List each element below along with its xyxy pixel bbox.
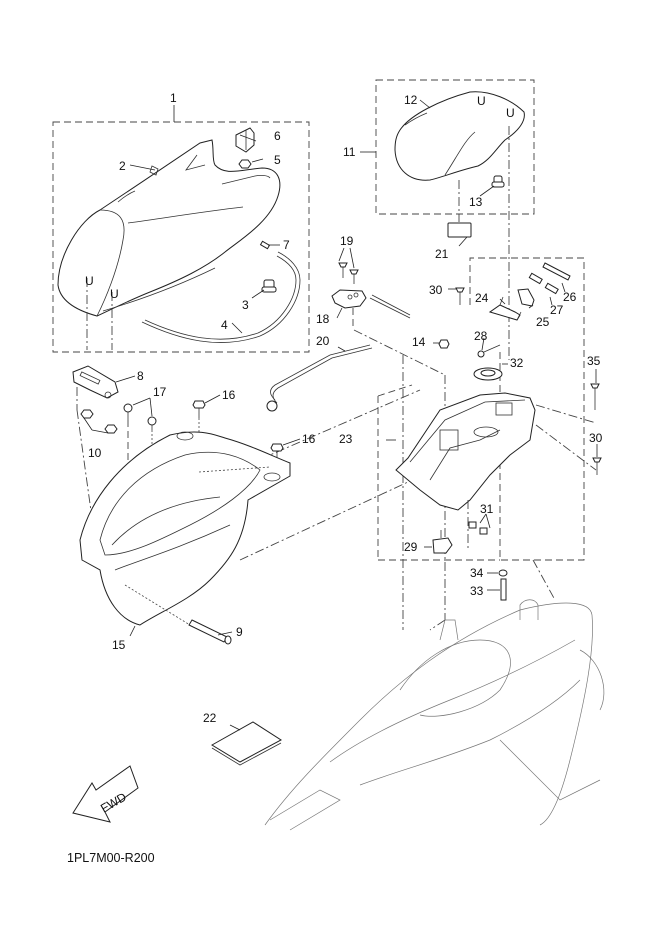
callout-10[interactable]: 10 [88, 446, 102, 460]
callout-17[interactable]: 17 [153, 385, 167, 399]
callout-16a[interactable]: 16 [222, 388, 236, 402]
callout-13[interactable]: 13 [469, 195, 483, 209]
callout-31[interactable]: 31 [480, 502, 494, 516]
diagram-code: 1PL7M00-R200 [67, 851, 155, 865]
screw-part-28[interactable] [477, 344, 501, 358]
callout-labels: 1 2 3 4 5 6 7 8 9 10 11 12 13 14 15 16 1… [88, 91, 603, 725]
callout-32[interactable]: 32 [510, 356, 524, 370]
callout-7[interactable]: 7 [283, 238, 290, 252]
clips-part-31[interactable] [468, 521, 488, 535]
callout-15[interactable]: 15 [112, 638, 126, 652]
scooter-body-ghost [264, 599, 605, 831]
springs-part-27[interactable] [528, 272, 559, 295]
lock-group-box [469, 257, 585, 561]
fwd-arrow-icon: FWD [72, 765, 139, 823]
callout-11[interactable]: 11 [343, 145, 356, 159]
callout-34[interactable]: 34 [470, 566, 484, 580]
callout-20[interactable]: 20 [316, 334, 330, 348]
hinge-pin-part[interactable] [124, 584, 232, 645]
callout-4[interactable]: 4 [221, 318, 228, 332]
screws-part-19[interactable] [338, 262, 359, 284]
screw-part-30b[interactable] [592, 457, 602, 475]
callout-9[interactable]: 9 [236, 625, 243, 639]
lock-bracket-part[interactable] [331, 289, 411, 330]
svg-text:U: U [477, 94, 486, 108]
rear-seat-damper-part[interactable] [491, 175, 505, 188]
callout-6[interactable]: 6 [274, 129, 281, 143]
callout-35[interactable]: 35 [587, 354, 601, 368]
leader-lines [83, 99, 598, 731]
svg-text:U: U [110, 287, 119, 301]
hose-part-33[interactable] [500, 578, 507, 601]
callout-30b[interactable]: 30 [589, 431, 603, 445]
callout-18[interactable]: 18 [316, 312, 330, 326]
callout-27[interactable]: 27 [550, 303, 564, 317]
callout-3[interactable]: 3 [242, 298, 249, 312]
bolt-part-26[interactable] [542, 262, 571, 281]
seat-damper-part[interactable] [261, 279, 277, 293]
bolts-part-16b[interactable] [270, 443, 284, 460]
callout-5[interactable]: 5 [274, 153, 281, 167]
svg-text:U: U [85, 274, 94, 288]
callout-26[interactable]: 26 [563, 290, 577, 304]
nut-part-14[interactable] [438, 339, 450, 349]
clip-box-part[interactable] [432, 530, 453, 554]
callout-1[interactable]: 1 [170, 91, 177, 105]
label-part-21[interactable] [447, 222, 472, 238]
band-clip-part[interactable] [259, 240, 271, 250]
owners-manual-part[interactable] [211, 721, 282, 766]
seat-trim-band-part[interactable] [141, 251, 301, 343]
rear-frame-part[interactable] [395, 392, 536, 550]
clip-part-34[interactable] [498, 569, 508, 577]
nut-part-5[interactable] [238, 159, 252, 169]
lock-plate-part[interactable] [517, 288, 535, 307]
callout-14[interactable]: 14 [412, 335, 426, 349]
callout-30a[interactable]: 30 [429, 283, 443, 297]
rear-seat-part[interactable]: U U [394, 91, 525, 360]
lock-hook-part[interactable] [488, 296, 522, 321]
callout-22[interactable]: 22 [203, 711, 217, 725]
grommet-part[interactable] [473, 367, 503, 381]
callout-8[interactable]: 8 [137, 369, 144, 383]
rear-seat-group-box [360, 79, 535, 215]
callout-19[interactable]: 19 [340, 234, 354, 248]
callout-23[interactable]: 23 [339, 432, 353, 446]
callout-25[interactable]: 25 [536, 315, 550, 329]
svg-text:U: U [506, 106, 515, 120]
callout-24[interactable]: 24 [475, 291, 489, 305]
storage-box-part[interactable] [79, 431, 291, 626]
callout-12[interactable]: 12 [404, 93, 418, 107]
callout-16b[interactable]: 16 [302, 432, 316, 446]
callout-21[interactable]: 21 [435, 247, 449, 261]
callout-2[interactable]: 2 [119, 159, 126, 173]
seat-part[interactable]: U U [57, 139, 281, 350]
screw-part-30a[interactable] [455, 287, 465, 305]
seat-hinge-part[interactable] [72, 365, 119, 399]
callout-33[interactable]: 33 [470, 584, 484, 598]
nuts-part-10[interactable] [80, 409, 118, 434]
seat-lock-cable-part[interactable] [266, 344, 373, 412]
callout-28[interactable]: 28 [474, 329, 488, 343]
seat-assembly-group-box [52, 105, 310, 353]
seat-bracket-part[interactable] [235, 127, 255, 153]
callout-29[interactable]: 29 [404, 540, 418, 554]
screw-part-35[interactable] [590, 383, 600, 410]
